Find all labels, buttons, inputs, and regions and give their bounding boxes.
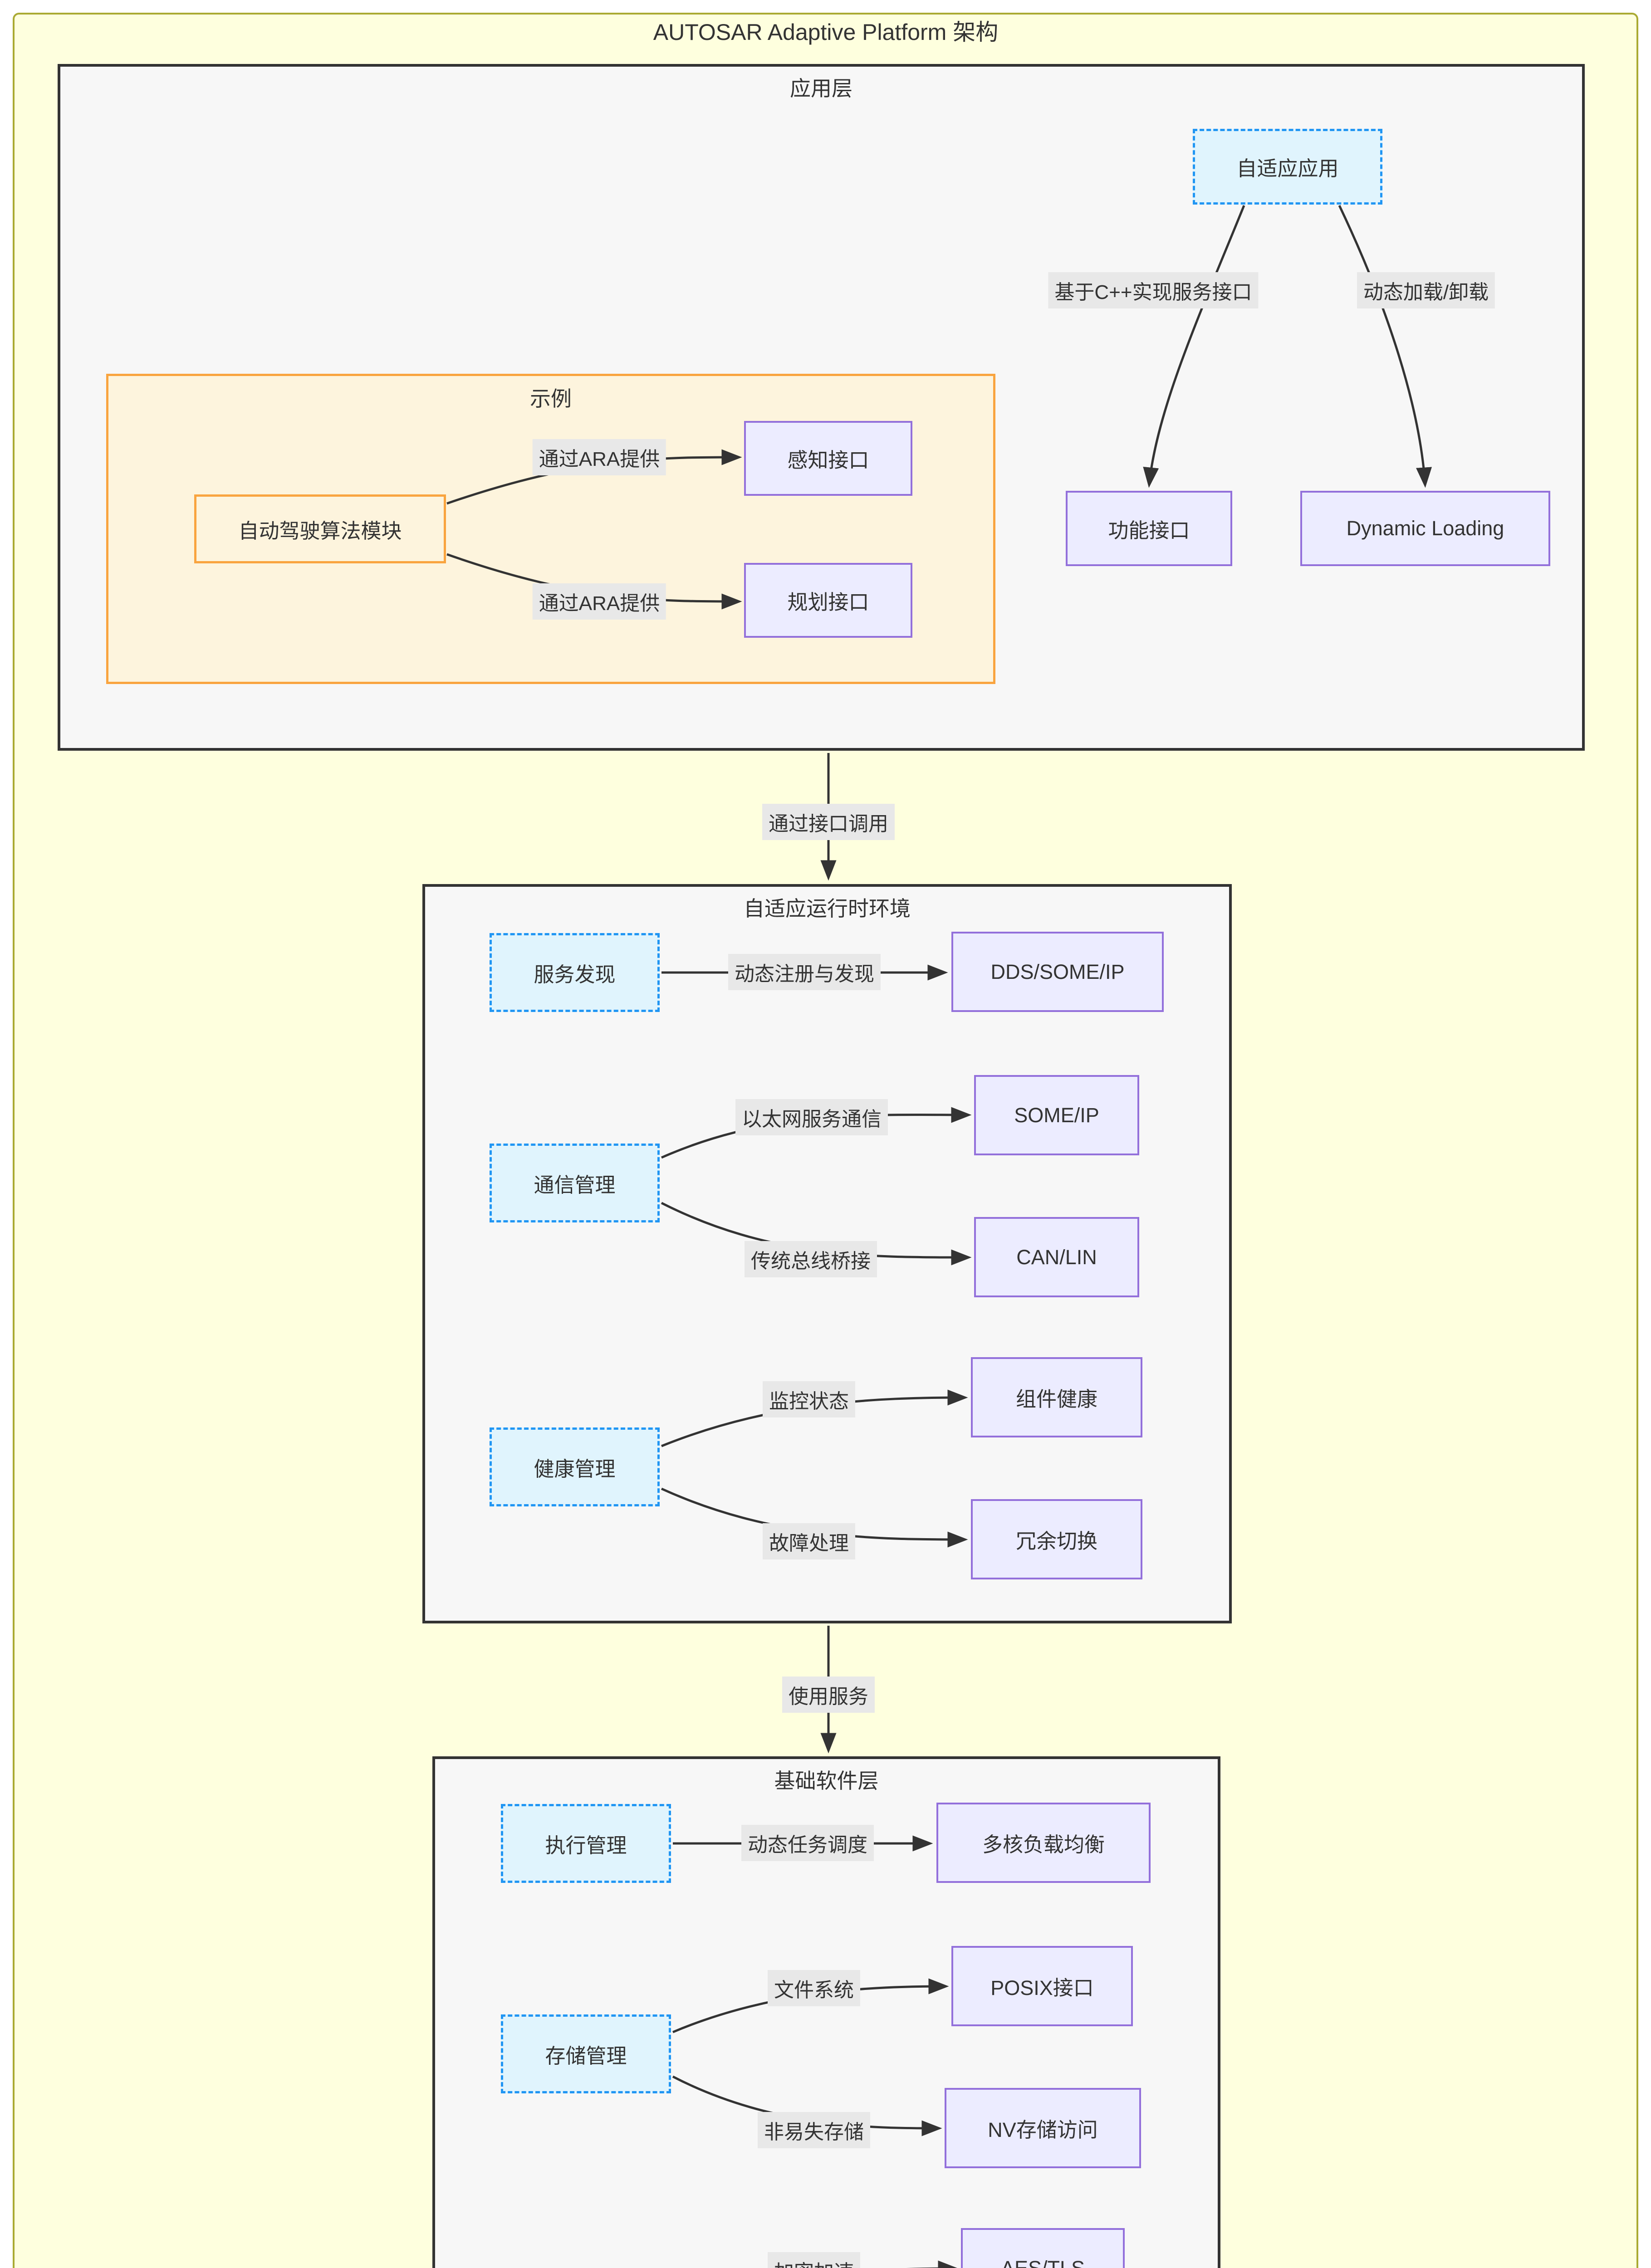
node-ad-algorithm-module: 自动驾驶算法模块 bbox=[194, 494, 446, 563]
group-example-title: 示例 bbox=[530, 387, 572, 411]
node-health-mgmt: 健康管理 bbox=[490, 1427, 660, 1506]
node-dds-someip: DDS/SOME/IP bbox=[951, 932, 1164, 1012]
edge-label-file-system: 文件系统 bbox=[768, 1970, 860, 2006]
node-perception-interface: 感知接口 bbox=[744, 421, 912, 496]
edge-label-ara-provide-1: 通过ARA提供 bbox=[532, 439, 666, 475]
node-aes-tls: AES/TLS bbox=[961, 2228, 1125, 2268]
node-dynamic-loading: Dynamic Loading bbox=[1300, 491, 1550, 566]
edge-label-ethernet-comm: 以太网服务通信 bbox=[735, 1099, 888, 1135]
edge-label-bus-bridge: 传统总线桥接 bbox=[745, 1241, 877, 1277]
node-execution-mgmt: 执行管理 bbox=[501, 1804, 671, 1883]
node-storage-mgmt: 存储管理 bbox=[501, 2014, 671, 2093]
edge-label-dynamic-load-unload: 动态加载/卸载 bbox=[1357, 272, 1495, 308]
section-basic-software-title: 基础软件层 bbox=[774, 1769, 879, 1793]
node-can-lin: CAN/LIN bbox=[974, 1217, 1139, 1297]
edge-label-monitor-status: 监控状态 bbox=[763, 1381, 855, 1418]
edge-label-interface-call: 通过接口调用 bbox=[762, 804, 895, 840]
edge-label-cpp-service: 基于C++实现服务接口 bbox=[1048, 272, 1259, 308]
edge-label-fault-handling: 故障处理 bbox=[763, 1523, 855, 1559]
edge-label-ara-provide-2: 通过ARA提供 bbox=[532, 583, 666, 620]
section-adaptive-runtime-title: 自适应运行时环境 bbox=[744, 897, 911, 920]
node-planning-interface: 规划接口 bbox=[744, 563, 912, 638]
node-communication-mgmt: 通信管理 bbox=[490, 1144, 660, 1222]
node-function-interface: 功能接口 bbox=[1066, 491, 1232, 566]
node-component-health: 组件健康 bbox=[971, 1357, 1142, 1437]
diagram-title: AUTOSAR Adaptive Platform 架构 bbox=[653, 20, 999, 45]
edge-label-nv-storage: 非易失存储 bbox=[758, 2112, 870, 2148]
edge-label-dynamic-register: 动态注册与发现 bbox=[728, 954, 881, 990]
section-application-layer-title: 应用层 bbox=[790, 77, 852, 100]
node-redundancy-switch: 冗余切换 bbox=[971, 1499, 1142, 1579]
edge-label-crypto-accel: 加密加速 bbox=[768, 2252, 860, 2268]
edge-label-use-service: 使用服务 bbox=[782, 1677, 875, 1713]
node-posix-interface: POSIX接口 bbox=[951, 1946, 1133, 2026]
edge-label-task-scheduling: 动态任务调度 bbox=[741, 1825, 874, 1861]
node-nv-storage-access: NV存储访问 bbox=[945, 2088, 1141, 2168]
node-someip: SOME/IP bbox=[974, 1075, 1139, 1155]
node-multicore-load-balance: 多核负载均衡 bbox=[936, 1803, 1151, 1883]
node-service-discovery: 服务发现 bbox=[490, 933, 660, 1012]
node-adaptive-application: 自适应应用 bbox=[1193, 129, 1382, 205]
